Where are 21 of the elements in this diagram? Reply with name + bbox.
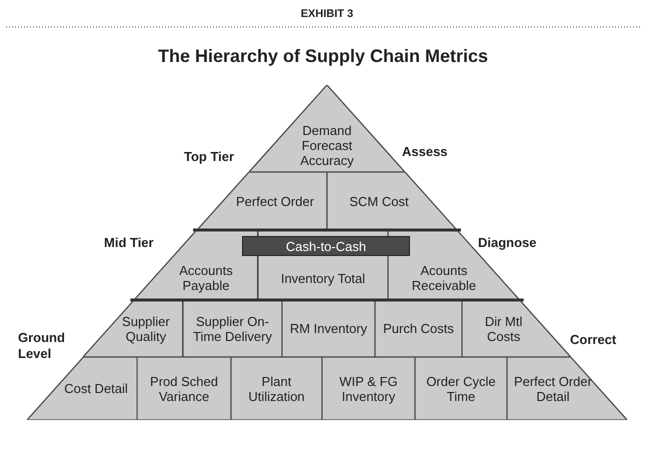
tier-label: Mid Tier: [104, 235, 154, 250]
metric-cell: Supplier On-Time Delivery: [183, 300, 282, 357]
metric-cell: Purch Costs: [375, 300, 462, 357]
metric-cell: SCM Cost: [327, 172, 457, 230]
cash-to-cash-band: Cash-to-Cash: [242, 236, 410, 256]
diagram-title: The Hierarchy of Supply Chain Metrics: [158, 46, 488, 67]
action-label: Assess: [402, 144, 448, 159]
metric-cell: Cost Detail: [26, 357, 137, 420]
metric-cell: Perfect Order Detail: [507, 357, 628, 420]
metric-cell: Perfect Order: [197, 172, 327, 230]
metric-cell: RM Inventory: [282, 300, 375, 357]
metric-cell: WIP & FG Inventory: [322, 357, 415, 420]
action-label: Diagnose: [478, 235, 537, 250]
metric-cell: Dir Mtl Costs: [462, 300, 571, 357]
tier-label: Top Tier: [184, 149, 234, 164]
exhibit-label: EXHIBIT 3: [300, 8, 354, 20]
metric-cell: Plant Utilization: [231, 357, 322, 420]
action-label: Correct: [570, 332, 616, 347]
metric-cell: Order Cycle Time: [415, 357, 507, 420]
metric-cell: Supplier Quality: [83, 300, 183, 357]
metric-cell: Prod Sched Variance: [137, 357, 231, 420]
